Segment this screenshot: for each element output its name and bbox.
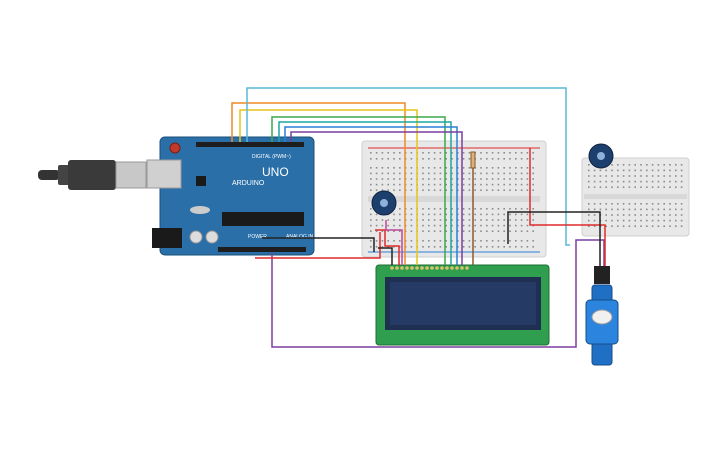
lcd-pin[interactable] xyxy=(420,266,424,270)
lcd-pin[interactable] xyxy=(440,266,444,270)
lcd-pin[interactable] xyxy=(430,266,434,270)
analog-pins-label: ANALOG IN xyxy=(286,234,314,240)
wire-black-pot xyxy=(378,247,393,265)
arduino-brand-label: ARDUINO xyxy=(232,180,265,187)
lcd-pin[interactable] xyxy=(455,266,459,270)
arduino-model-label: UNO xyxy=(262,165,289,179)
lcd-display[interactable] xyxy=(375,264,550,346)
lcd-pin[interactable] xyxy=(410,266,414,270)
lcd-pin[interactable] xyxy=(405,266,409,270)
lcd-pin[interactable] xyxy=(425,266,429,270)
lcd-pin[interactable] xyxy=(400,266,404,270)
wire-red-bb xyxy=(529,148,606,266)
lcd-pin[interactable] xyxy=(460,266,464,270)
lcd-pin[interactable] xyxy=(415,266,419,270)
lcd-pin[interactable] xyxy=(390,266,394,270)
breadboard-small[interactable] xyxy=(581,157,690,237)
lcd-pin[interactable] xyxy=(395,266,399,270)
wire-orange xyxy=(231,102,406,265)
wire-red-pot xyxy=(375,229,400,265)
breadboard-main[interactable] xyxy=(361,140,547,258)
potentiometer-2[interactable] xyxy=(588,143,614,169)
wire-red xyxy=(255,232,381,259)
power-pins-label: POWER xyxy=(248,234,267,240)
usb-cable[interactable] xyxy=(38,160,147,190)
potentiometer-1[interactable] xyxy=(371,190,397,216)
wire-purple-top xyxy=(290,131,463,265)
wire-teal xyxy=(278,121,452,265)
wire-purple-bottom xyxy=(271,239,605,348)
wire-green xyxy=(271,116,446,265)
lcd-pin[interactable] xyxy=(450,266,454,270)
wire-cyan xyxy=(246,87,570,246)
wire-black xyxy=(262,237,375,252)
breadboard-holes xyxy=(370,152,683,248)
wire-yellow xyxy=(239,109,418,265)
wire-blue xyxy=(284,126,458,265)
wire-black-bb xyxy=(507,211,601,266)
wire-purple-pot xyxy=(385,220,403,265)
micro-servo[interactable] xyxy=(585,266,619,366)
arduino-uno-board[interactable]: ARDUINO UNO DIGITAL (PWM~) POWER ANALOG … xyxy=(146,136,315,256)
lcd-pin[interactable] xyxy=(445,266,449,270)
reset-button-icon[interactable] xyxy=(169,142,181,154)
resistor[interactable] xyxy=(470,151,476,169)
wires[interactable] xyxy=(231,87,606,348)
lcd-pin[interactable] xyxy=(435,266,439,270)
lcd-pin[interactable] xyxy=(465,266,469,270)
digital-pins-label: DIGITAL (PWM~) xyxy=(252,154,291,160)
